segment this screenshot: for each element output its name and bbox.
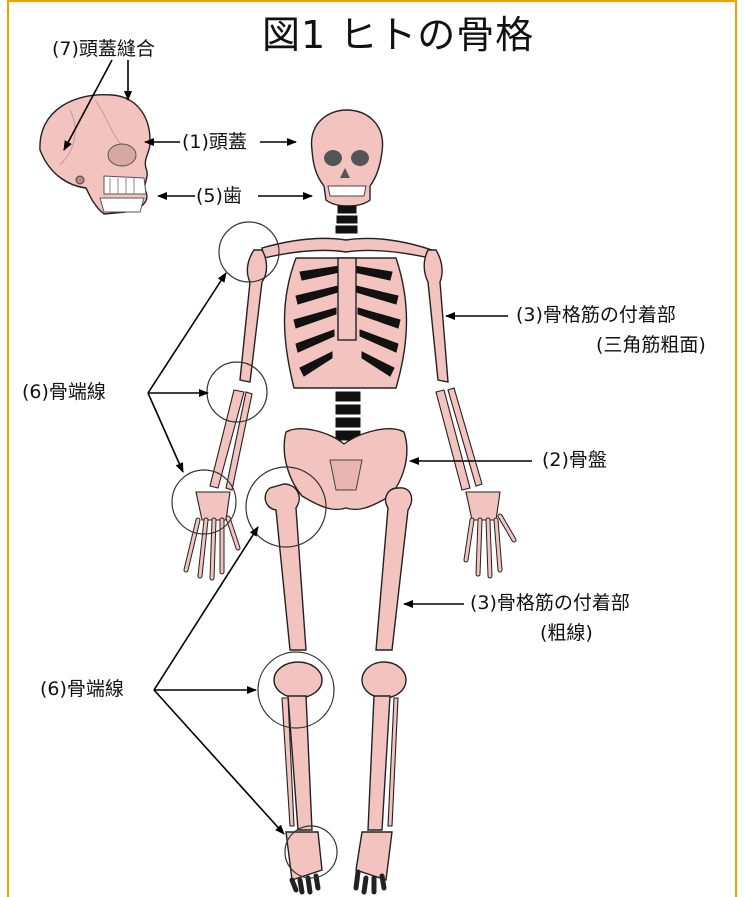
side-skull-illustration xyxy=(40,95,150,214)
label-linea-aspera: (粗線) xyxy=(540,622,593,645)
label-deltoid-tuberosity: (三角筋粗面) xyxy=(596,334,706,357)
label-skull: (1)頭蓋 xyxy=(182,131,247,154)
label-epiphyseal-line-lower: (6)骨端線 xyxy=(40,678,124,701)
label-muscle-attachment-upper: (3)骨格筋の付着部 xyxy=(516,304,676,327)
label-teeth: (5)歯 xyxy=(196,185,242,208)
label-pelvis: (2)骨盤 xyxy=(542,449,607,472)
label-muscle-attachment-lower: (3)骨格筋の付着部 xyxy=(470,592,630,615)
label-epiphyseal-line-upper: (6)骨端線 xyxy=(22,381,106,404)
front-skeleton-illustration xyxy=(186,110,514,892)
figure-title: 図1 ヒトの骨格 xyxy=(262,4,534,59)
label-cranial-suture: (7)頭蓋縫合 xyxy=(52,38,155,61)
